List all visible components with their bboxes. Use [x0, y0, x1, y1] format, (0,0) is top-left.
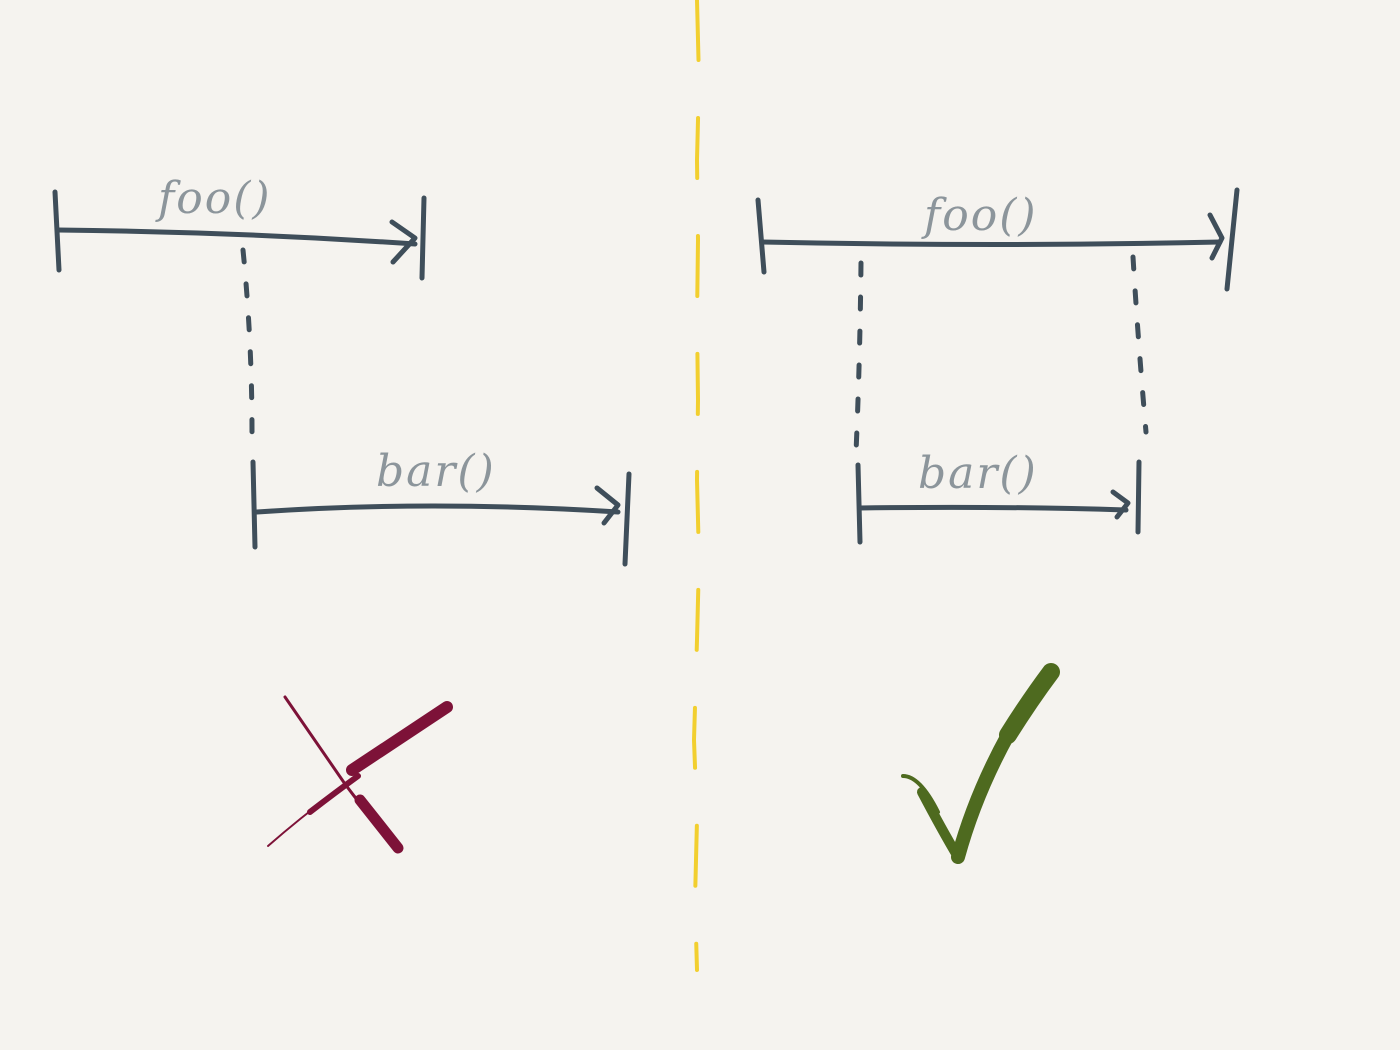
right-foo-timeline: foo()	[755, 187, 1240, 292]
cross-icon	[267, 695, 453, 854]
left-bar-timeline: bar()	[250, 446, 632, 567]
check-icon	[901, 663, 1060, 864]
right-bar-timeline: bar()	[855, 448, 1142, 545]
left-foo-timeline: foo()	[52, 173, 427, 281]
left-panel: foo() bar()	[52, 173, 632, 854]
left-bar-label: bar()	[376, 446, 496, 497]
right-foo-label: foo()	[921, 190, 1038, 241]
left-foo-label: foo()	[155, 173, 272, 224]
left-call-connector	[240, 247, 255, 435]
right-call-start-connector	[853, 260, 864, 455]
right-panel: foo() bar()	[755, 187, 1240, 864]
right-bar-label: bar()	[918, 448, 1038, 499]
right-call-end-connector	[1130, 254, 1149, 435]
center-divider	[692, 0, 701, 972]
